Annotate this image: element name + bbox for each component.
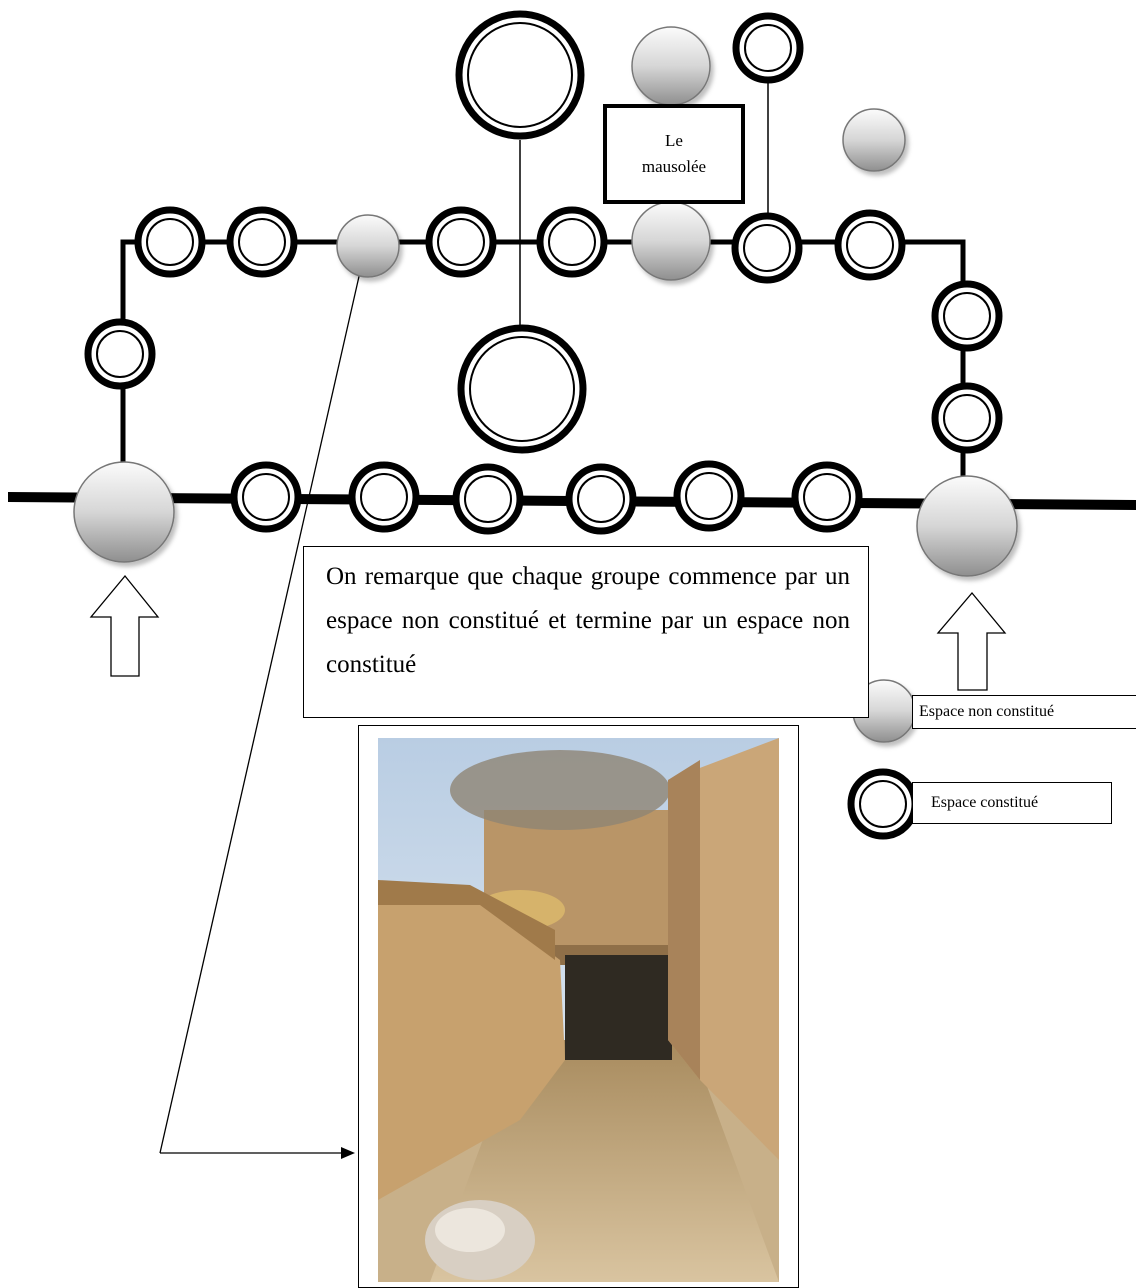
legend-constitue-label: Espace constitué bbox=[931, 794, 1039, 811]
espace-constitue-circle bbox=[732, 12, 804, 84]
legend-constitue-label-box: Espace constitué bbox=[912, 782, 1112, 824]
espace-non-constitue-circle bbox=[916, 475, 1018, 577]
espace-non-constitue-group bbox=[73, 26, 1018, 577]
entrance-arrow-right bbox=[936, 591, 1007, 691]
espace-constitue-circle bbox=[84, 318, 156, 390]
espace-non-constitue-circle bbox=[73, 461, 175, 563]
mausolee-box: Le mausolée bbox=[603, 104, 745, 204]
espace-non-constitue-circle bbox=[631, 201, 711, 281]
mausolee-label-line1: Le bbox=[665, 131, 683, 150]
espace-constitue-circle bbox=[134, 206, 206, 278]
espace-constitue-circle bbox=[731, 212, 803, 284]
pointer-arrowhead bbox=[341, 1147, 355, 1159]
espace-constitue-large-circle bbox=[455, 10, 585, 140]
alley-photo bbox=[378, 738, 779, 1282]
espace-non-constitue-circle bbox=[842, 108, 906, 172]
espace-constitue-circle bbox=[230, 461, 302, 533]
espace-non-constitue-circle bbox=[336, 214, 400, 278]
note-text: On remarque que chaque groupe commence p… bbox=[326, 563, 850, 678]
entrance-arrow-left bbox=[89, 574, 160, 677]
espace-constitue-circle bbox=[348, 461, 420, 533]
pointer-line bbox=[159, 271, 361, 1154]
mausolee-label-line2: mausolée bbox=[641, 157, 707, 176]
espace-non-constitue-circle bbox=[631, 26, 711, 106]
photo-frame bbox=[358, 725, 799, 1288]
espace-constitue-circle bbox=[673, 460, 745, 532]
espace-constitue-circle bbox=[536, 206, 608, 278]
espace-constitue-circle bbox=[452, 463, 524, 535]
espace-constitue-circle bbox=[834, 209, 906, 281]
espace-constitue-circle bbox=[791, 461, 863, 533]
legend-constitue-icon bbox=[847, 768, 919, 840]
espace-constitue-group bbox=[84, 10, 1003, 535]
espace-constitue-circle bbox=[931, 280, 1003, 352]
legend-non-constitue-label-box: Espace non constitué bbox=[912, 695, 1136, 729]
legend-non-constitue-label: Espace non constitué bbox=[919, 703, 1055, 720]
note-box: On remarque que chaque groupe commence p… bbox=[303, 546, 869, 718]
espace-constitue-circle bbox=[931, 382, 1003, 454]
espace-constitue-circle bbox=[226, 206, 298, 278]
espace-constitue-circle bbox=[565, 463, 637, 535]
espace-constitue-large-circle bbox=[457, 324, 587, 454]
espace-constitue-circle bbox=[425, 206, 497, 278]
